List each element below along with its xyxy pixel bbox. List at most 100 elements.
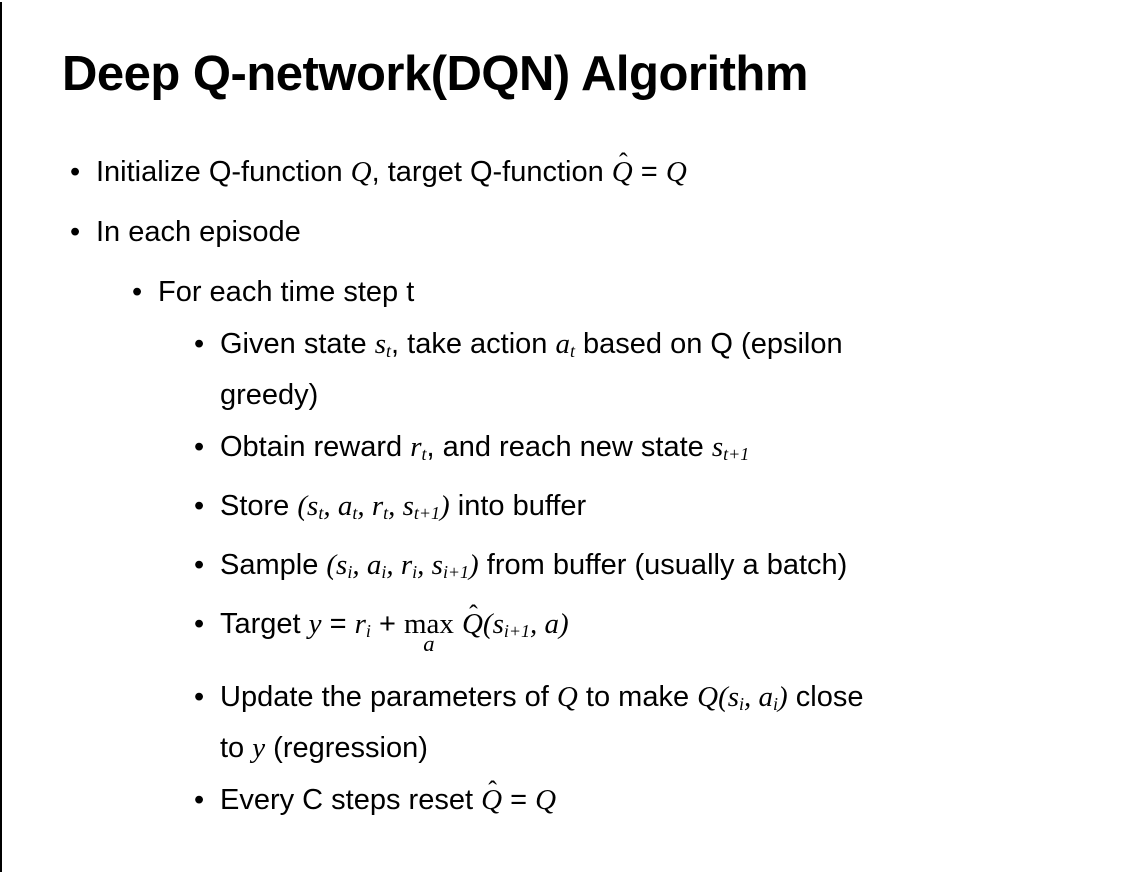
text-run: = <box>502 783 536 816</box>
text-run: greedy) <box>220 378 319 411</box>
bullet-marker: • <box>194 430 205 463</box>
bullet-item: •Initialize Q-function Q, target Q-funct… <box>0 150 1090 194</box>
text-run: to <box>220 731 253 764</box>
bullet-text: Given state st, take action at based on … <box>220 322 1090 417</box>
math-run: (st <box>297 489 324 523</box>
math-run: (si <box>326 548 353 582</box>
subscript: t <box>386 340 392 361</box>
text-run: Sample <box>220 548 327 581</box>
text-run: Initialize Q-function <box>96 156 351 188</box>
bullet-marker: • <box>194 680 205 713</box>
text-run: into buffer <box>449 489 587 522</box>
math-run: Q <box>556 680 578 713</box>
math-run: rt <box>410 430 427 464</box>
subscript: i <box>412 561 418 582</box>
page-title: Deep Q-network(DQN) Algorithm <box>62 47 808 101</box>
text-run: , target Q-function <box>371 156 612 188</box>
subscript: t <box>383 502 389 523</box>
text-run: from buffer (usually a batch) <box>478 548 848 581</box>
math-run: (si+1 <box>482 607 530 641</box>
text-run: based on Q (epsilon <box>574 328 843 360</box>
hat-accent: ˆ <box>488 775 497 805</box>
math-run: Q(si <box>697 680 745 714</box>
text-run: + <box>370 607 404 640</box>
subscript: t <box>352 502 358 523</box>
bullet-list: •Initialize Q-function Q, target Q-funct… <box>0 150 1124 822</box>
text-run: Store <box>220 489 298 522</box>
subscript: t <box>318 502 324 523</box>
math-run: , ai <box>352 548 387 582</box>
subscript: i+1 <box>503 620 530 641</box>
bullet-item: • Obtain reward rt, and reach new state s… <box>0 425 1090 476</box>
bullet-marker: • <box>70 216 81 248</box>
subscript: i <box>381 561 387 582</box>
math-run: y <box>252 731 266 764</box>
math-run: ri <box>354 607 371 641</box>
math-run: , rt <box>357 489 389 523</box>
bullet-text: Initialize Q-function Q, target Q-functi… <box>96 150 1090 194</box>
math-run: Q <box>350 156 372 188</box>
math-run: y <box>308 607 322 640</box>
math-run: , a) <box>529 607 569 640</box>
bullet-item: • Given state st, take action at based on… <box>0 322 1090 417</box>
slide-left-border <box>0 2 2 872</box>
text-run: = <box>632 156 666 188</box>
bullet-marker: • <box>194 548 205 581</box>
math-run: , at <box>323 489 358 523</box>
math-run: Q <box>535 783 557 816</box>
bullet-item: • Store (st, at, rt, st+1) into buffer <box>0 484 1090 535</box>
text-run: (regression) <box>265 731 428 764</box>
subscript: t <box>421 443 427 464</box>
text-run: close <box>787 680 864 713</box>
text-run: Update the parameters of <box>220 680 557 713</box>
subscript: t+1 <box>723 443 750 464</box>
operator-underscript: a <box>423 630 435 656</box>
math-run: , st+1 <box>388 489 441 523</box>
math-run: , ai <box>744 680 779 714</box>
math-run: at <box>555 328 575 361</box>
text-run: Every C steps reset <box>220 783 482 816</box>
bullet-text: Sample (si, ai, ri, si+1) from buffer (u… <box>220 543 1090 594</box>
math-run: Q <box>665 156 687 188</box>
math-run: , si+1 <box>417 548 470 582</box>
bullet-item: • In each episode <box>0 210 1090 254</box>
bullet-text: Store (st, at, rt, st+1) into buffer <box>220 484 1090 535</box>
math-run: ) <box>440 489 450 522</box>
subscript: i+1 <box>442 561 470 582</box>
text-run <box>454 608 462 640</box>
subscript: t+1 <box>413 502 441 523</box>
bullet-text: Obtain reward rt, and reach new state st… <box>220 425 1090 476</box>
text-run: to make <box>577 680 698 713</box>
bullet-marker: • <box>70 156 81 188</box>
text-run: Given state <box>220 328 375 360</box>
bullet-text: In each episode <box>96 210 1090 254</box>
bullet-item: • Sample (si, ai, ri, si+1) from buffer (… <box>0 543 1090 594</box>
subscript: i <box>347 561 353 582</box>
text-run: For each time step t <box>158 276 415 308</box>
math-run: st+1 <box>711 430 750 464</box>
hat-accent: ˆ <box>469 599 478 629</box>
text-run: , and reach new state <box>426 430 712 463</box>
hat-accent: ˆ <box>618 148 628 178</box>
bullet-text: For each time step t <box>158 270 1090 314</box>
bullet-marker: • <box>132 276 143 308</box>
bullet-marker: • <box>194 328 205 360</box>
math-run: st <box>374 328 392 361</box>
subscript: i <box>773 693 779 714</box>
subscript: i <box>739 693 745 714</box>
math-run: , ri <box>386 548 418 582</box>
math-run: ) <box>778 680 788 713</box>
text-run: , take action <box>391 328 556 360</box>
text-run: Obtain reward <box>220 430 411 463</box>
subscript: i <box>365 620 371 641</box>
subscript: t <box>569 340 575 361</box>
bullet-marker: • <box>194 489 205 522</box>
bullet-item: • Update the parameters of Q to make Q(si… <box>0 675 1090 770</box>
